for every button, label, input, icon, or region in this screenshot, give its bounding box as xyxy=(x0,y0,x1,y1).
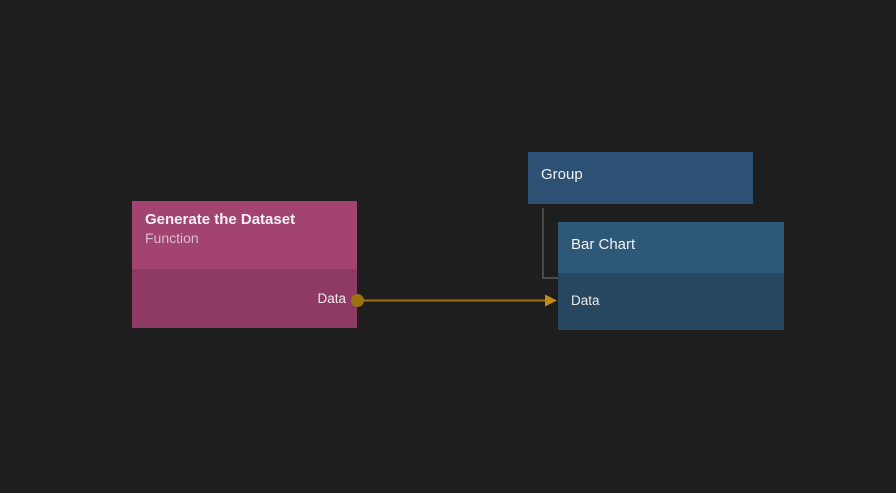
node-function[interactable]: Generate the Dataset Function Data xyxy=(132,201,357,328)
node-bar-chart-title: Bar Chart xyxy=(571,236,636,253)
node-bar-chart-port-data-label: Data xyxy=(571,293,600,308)
group-containment-bracket xyxy=(542,208,559,279)
node-bar-chart-port-data[interactable]: Data xyxy=(558,291,784,311)
edge-data-arrowhead xyxy=(545,294,557,307)
node-function-port-data[interactable]: Data xyxy=(132,289,357,309)
node-bar-chart[interactable]: Bar Chart Data xyxy=(558,222,784,330)
node-function-title: Generate the Dataset xyxy=(145,211,296,228)
node-group[interactable]: Group xyxy=(528,152,753,204)
node-bar-chart-header[interactable]: Bar Chart xyxy=(558,222,784,273)
node-bar-chart-body: Data xyxy=(558,273,784,330)
node-function-header[interactable]: Generate the Dataset Function xyxy=(132,201,357,269)
node-function-body: Data xyxy=(132,269,357,328)
node-function-port-data-label: Data xyxy=(317,291,346,306)
node-group-header[interactable]: Group xyxy=(528,152,753,204)
node-group-title: Group xyxy=(541,166,583,183)
node-function-port-data-connector-dot[interactable] xyxy=(351,294,364,307)
node-function-subtitle: Function xyxy=(145,230,199,246)
